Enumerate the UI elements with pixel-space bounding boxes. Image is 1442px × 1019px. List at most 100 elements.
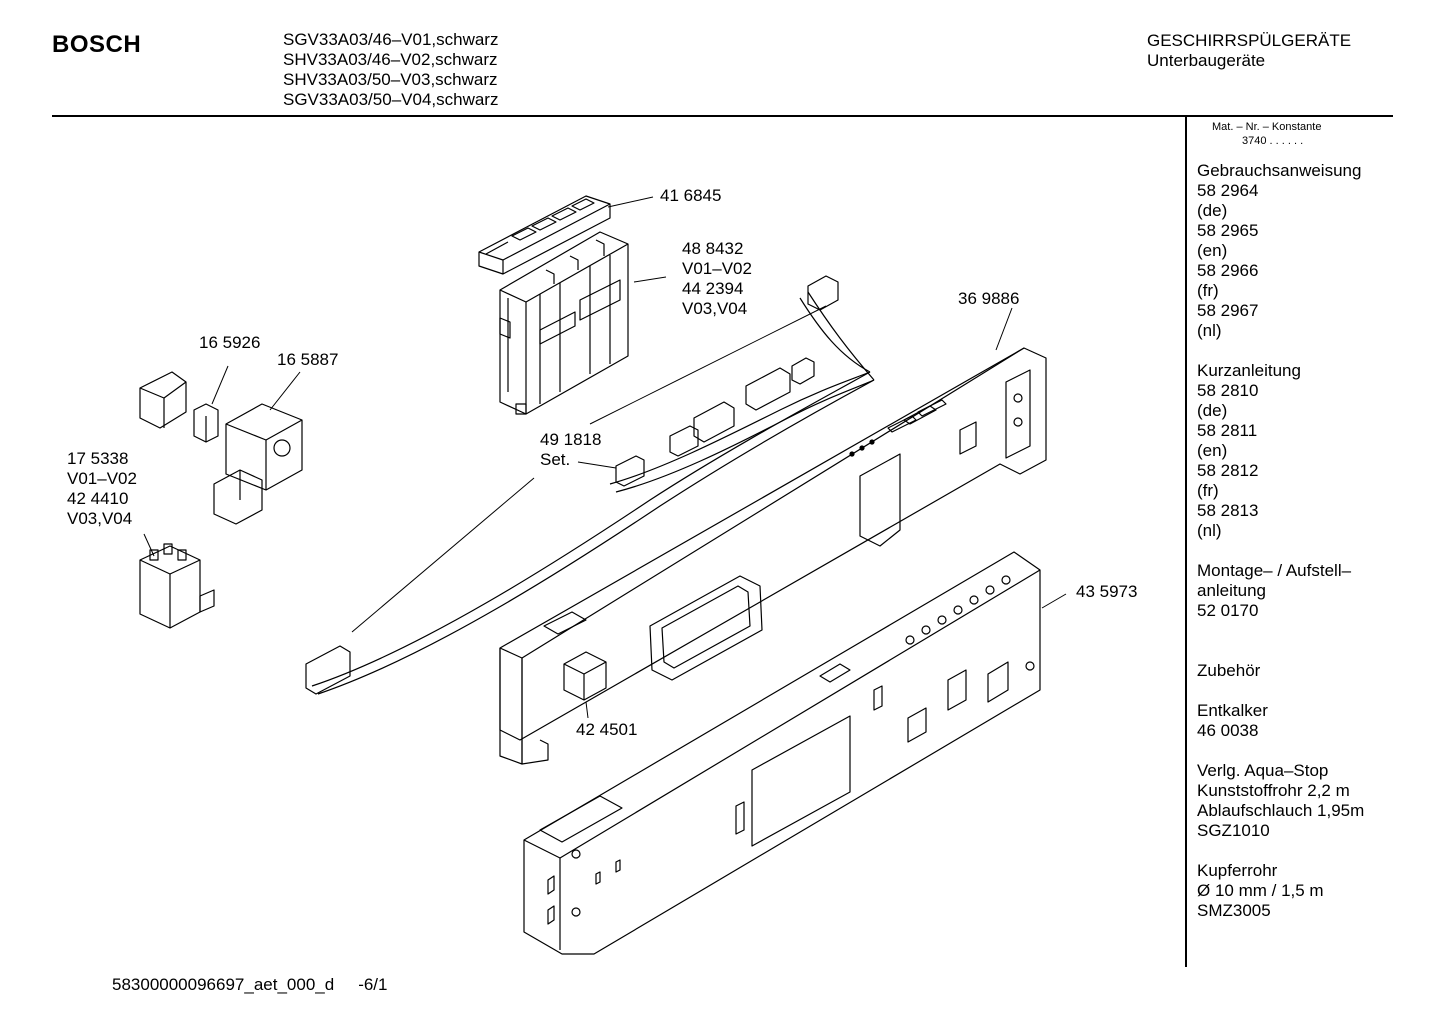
model-line: SGV33A03/50–V04,schwarz — [283, 90, 499, 109]
section-entkalker: Entkalker 46 0038 — [1197, 701, 1364, 741]
doc-line: Kurzanleitung — [1197, 361, 1301, 380]
leader-369886 — [996, 308, 1012, 350]
category-block: GESCHIRRSPÜLGERÄTE Unterbaugeräte — [1147, 31, 1351, 71]
doc-line: Montage– / Aufstell– — [1197, 561, 1352, 580]
callout-line: V01–V02 — [67, 469, 137, 488]
doc-line: (nl) — [1197, 521, 1222, 540]
doc-line: (de) — [1197, 401, 1228, 420]
section-kurzanleitung: Kurzanleitung 58 2810 (de) 58 2811 (en) … — [1197, 361, 1364, 541]
callout-416845: 41 6845 — [660, 186, 721, 206]
doc-line: Ø 10 mm / 1,5 m — [1197, 881, 1324, 900]
callout-175338: 17 5338 V01–V02 42 4410 V03,V04 — [67, 449, 137, 529]
model-line: SHV33A03/50–V03,schwarz — [283, 70, 498, 89]
leader-175338 — [144, 534, 154, 556]
part-front-panel — [524, 552, 1040, 954]
section-aquastop: Verlg. Aqua–Stop Kunststoffrohr 2,2 m Ab… — [1197, 761, 1364, 841]
doc-line: 58 2812 — [1197, 461, 1259, 480]
category-title: GESCHIRRSPÜLGERÄTE — [1147, 31, 1352, 50]
callout-line: 41 6845 — [660, 186, 722, 205]
doc-line: 58 2965 — [1197, 221, 1259, 240]
callout-line: V03,V04 — [682, 299, 748, 318]
leader-435973 — [1042, 594, 1066, 608]
doc-line: 52 0170 — [1197, 601, 1259, 620]
part-cable-harness — [306, 276, 874, 694]
doc-line: SMZ3005 — [1197, 901, 1271, 920]
sidebar-divider — [1185, 117, 1187, 967]
callout-491818: 49 1818 Set. — [540, 430, 601, 470]
doc-line: (en) — [1197, 441, 1228, 460]
section-zubehoer: Zubehör — [1197, 661, 1364, 681]
callout-line: 44 2394 — [682, 279, 744, 298]
konstante-label: Mat. – Nr. – Konstante — [1212, 121, 1322, 133]
part-relay-small — [194, 404, 218, 442]
callout-line: 43 5973 — [1076, 582, 1138, 601]
doc-line: 58 2964 — [1197, 181, 1259, 200]
part-control-module — [500, 232, 628, 414]
doc-line: SGZ1010 — [1197, 821, 1270, 840]
callout-488432: 48 8432 V01–V02 44 2394 V03,V04 — [682, 239, 752, 319]
part-heater-relay — [214, 404, 302, 524]
konstante-block: Mat. – Nr. – Konstante 3740 . . . . . . — [1212, 120, 1321, 148]
doc-line: (nl) — [1197, 321, 1222, 340]
doc-line: 58 2967 — [1197, 301, 1259, 320]
part-small-block — [564, 652, 606, 700]
callout-line: 48 8432 — [682, 239, 744, 258]
doc-line: (en) — [1197, 241, 1228, 260]
doc-line: Verlg. Aqua–Stop — [1197, 761, 1329, 780]
part-button-strip — [479, 196, 610, 274]
callout-line: 49 1818 — [540, 430, 602, 449]
doc-line: Kunststoffrohr 2,2 m — [1197, 781, 1350, 800]
doc-line: Zubehör — [1197, 661, 1261, 680]
brand-logo: BOSCH — [52, 31, 142, 58]
callout-line: V03,V04 — [67, 509, 133, 528]
doc-line: Gebrauchsanweisung — [1197, 161, 1362, 180]
section-montage: Montage– / Aufstell– anleitung 52 0170 — [1197, 561, 1364, 621]
callout-165926: 16 5926 — [199, 333, 260, 353]
doc-line: 58 2966 — [1197, 261, 1259, 280]
model-list: SGV33A03/46–V01,schwarz SHV33A03/46–V02,… — [283, 30, 498, 110]
section-gebrauchsanweisung: Gebrauchsanweisung 58 2964 (de) 58 2965 … — [1197, 161, 1364, 341]
doc-line: 58 2813 — [1197, 501, 1259, 520]
leader-488432 — [634, 277, 666, 282]
doc-line: anleitung — [1197, 581, 1267, 600]
callout-369886: 36 9886 — [958, 289, 1019, 309]
callout-line: 36 9886 — [958, 289, 1020, 308]
section-kupferrohr: Kupferrohr Ø 10 mm / 1,5 m SMZ3005 — [1197, 861, 1364, 921]
category-subtitle: Unterbaugeräte — [1147, 51, 1266, 70]
doc-line: 58 2810 — [1197, 381, 1259, 400]
doc-line: 46 0038 — [1197, 721, 1259, 740]
model-line: SHV33A03/46–V02,schwarz — [283, 50, 498, 69]
doc-line: (de) — [1197, 201, 1228, 220]
exploded-view-drawing — [0, 0, 1180, 1000]
page-number: -6/1 — [358, 975, 388, 994]
doc-line: 58 2811 — [1197, 421, 1258, 440]
leader-lines — [144, 197, 1066, 718]
callout-line: 42 4410 — [67, 489, 129, 508]
doc-line: Ablaufschlauch 1,95m — [1197, 801, 1365, 820]
part-panel-frame — [500, 348, 1046, 764]
doc-line: (fr) — [1197, 481, 1219, 500]
part-cover-cap — [140, 372, 186, 428]
callout-line: 42 4501 — [576, 720, 638, 739]
callout-line: 16 5926 — [199, 333, 261, 352]
model-line: SGV33A03/46–V01,schwarz — [283, 30, 499, 49]
callout-line: 16 5887 — [277, 350, 339, 369]
leader-424501 — [586, 702, 588, 718]
part-terminal-block — [140, 544, 214, 628]
doc-line: Entkalker — [1197, 701, 1268, 720]
footer: 58300000096697_aet_000_d -6/1 — [112, 975, 387, 995]
callout-165887: 16 5887 — [277, 350, 338, 370]
header-divider — [52, 115, 1393, 117]
callout-line: V01–V02 — [682, 259, 752, 278]
leader-491818-top — [590, 306, 826, 424]
callout-435973: 43 5973 — [1076, 582, 1137, 602]
document-id: 58300000096697_aet_000_d — [112, 975, 335, 994]
leader-165887 — [270, 372, 300, 410]
callout-line: 17 5338 — [67, 449, 129, 468]
callout-line: Set. — [540, 450, 571, 469]
sidebar-documents: Gebrauchsanweisung 58 2964 (de) 58 2965 … — [1197, 161, 1364, 941]
konstante-value: 3740 . . . . . . — [1242, 135, 1304, 147]
callout-424501: 42 4501 — [576, 720, 637, 740]
leader-165926 — [212, 366, 228, 404]
leader-491818-set — [578, 462, 616, 468]
